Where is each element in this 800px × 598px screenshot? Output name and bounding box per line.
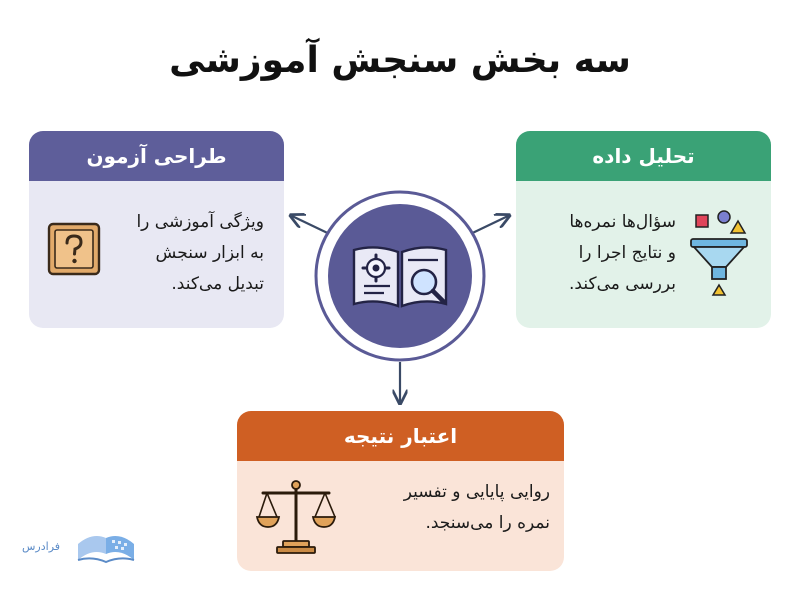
card-design-body: ویژگی آموزشی را به ابزار سنجش تبدیل می‌ک… bbox=[29, 181, 284, 328]
card-exam-design: طراحی آزمون ویژگی آموزشی را به ابزار سنج… bbox=[29, 131, 284, 328]
card-design-line: به ابزار سنجش bbox=[155, 243, 264, 263]
card-validity-line: نمره را می‌سنجد. bbox=[425, 513, 550, 533]
card-validity-heading: اعتبار نتیجه bbox=[237, 411, 564, 461]
card-analysis-line: و نتایج اجرا را bbox=[578, 243, 676, 263]
center-hub bbox=[314, 190, 486, 362]
card-result-validity: اعتبار نتیجه روایی پایایی و تفسیر نمره ر… bbox=[237, 411, 564, 571]
card-analysis-body: سؤال‌ها نمره‌ها و نتایج اجرا را بررسی می… bbox=[516, 181, 771, 328]
open-book-gear-magnifier-icon bbox=[352, 246, 448, 308]
card-validity-body: روایی پایایی و تفسیر نمره را می‌سنجد. bbox=[237, 461, 564, 571]
funnel-icon bbox=[690, 210, 748, 296]
card-design-line: تبدیل می‌کند. bbox=[171, 274, 264, 294]
book-logo-icon bbox=[77, 536, 135, 564]
card-data-analysis: تحلیل داده سؤال‌ها نمره‌ها و نتایج اجرا … bbox=[516, 131, 771, 328]
question-box-icon bbox=[47, 222, 101, 276]
card-analysis-text: سؤال‌ها نمره‌ها و نتایج اجرا را بررسی می… bbox=[526, 207, 676, 300]
card-design-line: ویژگی آموزشی را bbox=[136, 212, 264, 232]
card-analysis-heading: تحلیل داده bbox=[516, 131, 771, 181]
card-analysis-line: بررسی می‌کند. bbox=[569, 274, 676, 294]
card-design-heading: طراحی آزمون bbox=[29, 131, 284, 181]
card-validity-text: روایی پایایی و تفسیر نمره را می‌سنجد. bbox=[340, 477, 550, 539]
brand-logo-text: فرادرس bbox=[22, 540, 61, 553]
balance-scale-icon bbox=[255, 480, 337, 554]
brand-logo: فرادرس bbox=[22, 530, 142, 566]
card-validity-line: روایی پایایی و تفسیر bbox=[403, 482, 550, 502]
card-design-text: ویژگی آموزشی را به ابزار سنجش تبدیل می‌ک… bbox=[99, 207, 264, 300]
page-title: سه بخش سنجش آموزشی bbox=[169, 40, 631, 81]
card-analysis-line: سؤال‌ها نمره‌ها bbox=[569, 212, 676, 232]
